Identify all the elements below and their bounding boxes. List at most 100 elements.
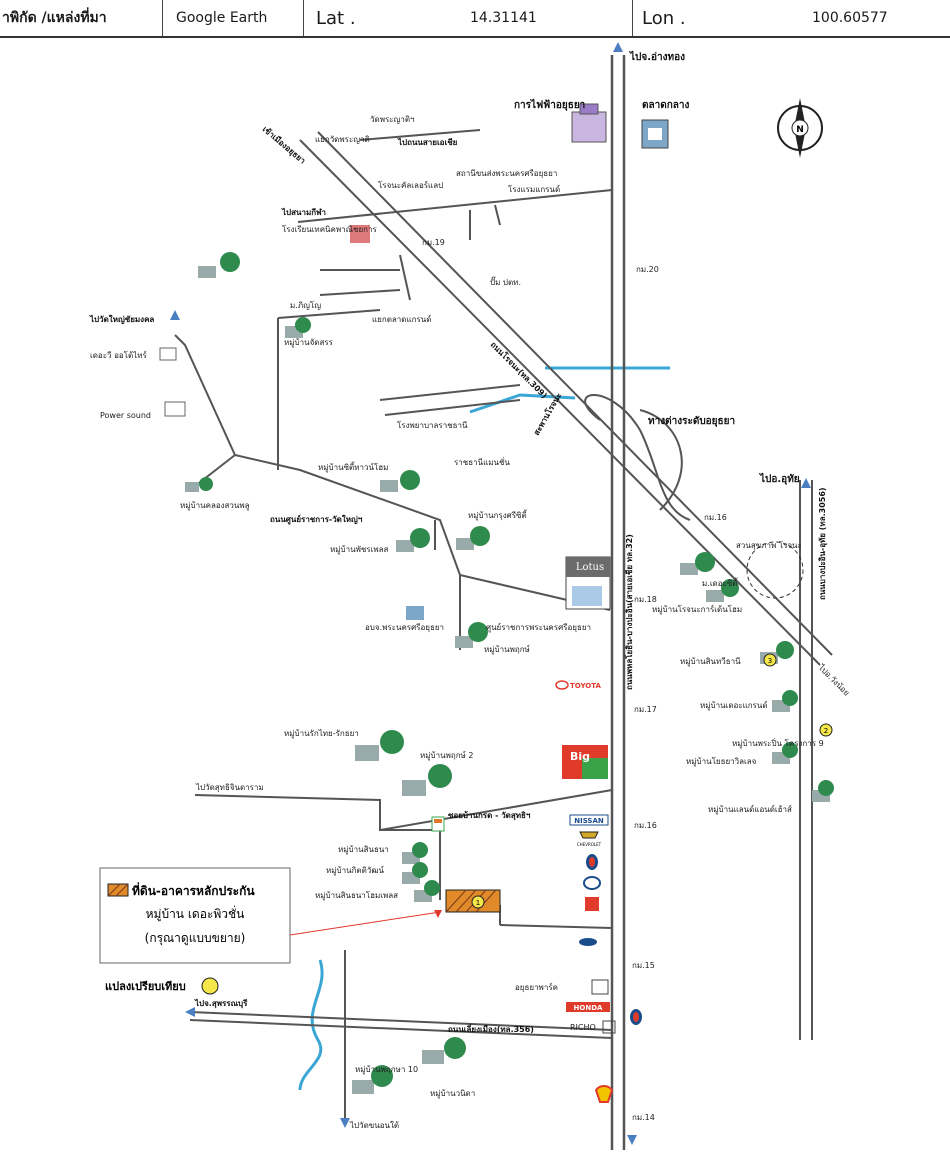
svg-text:ไปวัดขนอนใต้: ไปวัดขนอนใต้ — [349, 1121, 399, 1130]
svg-text:CHEVROLET: CHEVROLET — [577, 842, 602, 847]
svg-text:โรงเรียนเทคนิคพาณิชยการ: โรงเรียนเทคนิคพาณิชยการ — [282, 224, 378, 234]
svg-text:ถนนโรจนะ(ทล.309): ถนนโรจนะ(ทล.309) — [489, 339, 550, 400]
tree-icon — [396, 528, 430, 552]
svg-text:แยกวัดพระญาติ: แยกวัดพระญาติ — [315, 135, 370, 144]
svg-text:หมู่บ้านพฤกษ์: หมู่บ้านพฤกษ์ — [484, 644, 530, 655]
building-outline — [159, 347, 177, 361]
svg-text:แปลงเปรียบเทียบ: แปลงเปรียบเทียบ — [105, 980, 186, 993]
building-outline — [164, 401, 186, 417]
tree-icon — [402, 862, 428, 884]
arrow-up-icon — [613, 42, 623, 52]
toyota-logo: TOYOTA — [555, 680, 601, 690]
shell-logo — [594, 1085, 614, 1103]
lat-value: 14.31141 — [470, 10, 537, 26]
svg-text:กม.16: กม.16 — [704, 513, 727, 522]
svg-text:เดอะวี ออโต้ไทร์: เดอะวี ออโต้ไทร์ — [90, 350, 147, 360]
legend-box: ที่ดิน-อาคารหลักประกัน หมู่บ้าน เดอะพิวช… — [99, 867, 442, 964]
svg-text:หมู่บ้านสินธนาโฮมเพลส: หมู่บ้านสินธนาโฮมเพลส — [315, 890, 398, 901]
nissan-logo: NISSAN — [569, 814, 609, 826]
svg-text:NISSAN: NISSAN — [574, 817, 604, 825]
svg-text:หมู่บ้านคลองสวนพลู: หมู่บ้านคลองสวนพลู — [180, 501, 250, 511]
big-c-logo: Big — [562, 745, 608, 779]
tree-icon — [706, 579, 739, 602]
svg-text:ถนนพหลโยธิน-บางปะอิน(สายเอเชีย: ถนนพหลโยธิน-บางปะอิน(สายเอเชีย ทล.32) — [624, 534, 634, 690]
chevrolet-logo: CHEVROLET — [577, 831, 602, 847]
svg-text:1: 1 — [476, 899, 480, 907]
svg-text:หมู่บ้านรักไทย-รักธยา: หมู่บ้านรักไทย-รักธยา — [284, 729, 359, 739]
tree-icon — [406, 606, 424, 620]
marker-2: 2 — [819, 723, 833, 737]
svg-text:โรงพยาบาลราชธานี: โรงพยาบาลราชธานี — [397, 420, 468, 430]
compare-legend: แปลงเปรียบเทียบ — [105, 977, 219, 995]
svg-text:ซอยบ้านกรด - วัดสุทธิฯ: ซอยบ้านกรด - วัดสุทธิฯ — [448, 810, 531, 821]
arrow-down-icon — [627, 1135, 637, 1145]
header-divider — [162, 0, 163, 36]
svg-text:ถนนเลี่ยงเมือง(ทล.356): ถนนเลี่ยงเมือง(ทล.356) — [448, 1023, 534, 1034]
mazda-logo — [583, 876, 601, 890]
tree-icon — [812, 780, 834, 802]
svg-text:หมู่บ้านพระปิ่น โครงการ 9: หมู่บ้านพระปิ่น โครงการ 9 — [732, 737, 824, 749]
river — [298, 366, 670, 1091]
svg-text:สถานีขนส่งพระนครศรีอยุธยา: สถานีขนส่งพระนครศรีอยุธยา — [456, 169, 557, 178]
svg-text:กม.14: กม.14 — [632, 1113, 655, 1122]
svg-text:หมู่บ้านพัชรเพลส: หมู่บ้านพัชรเพลส — [330, 545, 388, 555]
tree-icon — [352, 1065, 393, 1094]
honda-logo: HONDA — [566, 1002, 610, 1012]
svg-text:ถนนบางปะอิน-อุทัย (ทล.3056): ถนนบางปะอิน-อุทัย (ทล.3056) — [818, 487, 828, 600]
svg-text:ไปถนนสายเอเชีย: ไปถนนสายเอเชีย — [397, 137, 458, 147]
tree-icon — [198, 252, 240, 278]
ptt-logo — [630, 1009, 642, 1025]
tree-icon — [380, 470, 420, 492]
svg-text:หมู่บ้านซิตี้ทาวน์โฮม: หมู่บ้านซิตี้ทาวน์โฮม — [318, 461, 388, 473]
svg-text:อยุธยาพาร์ค: อยุธยาพาร์ค — [515, 982, 558, 992]
svg-text:ม.ภิญโญ: ม.ภิญโญ — [290, 300, 321, 310]
tree-icon — [455, 622, 488, 648]
compass-icon: N — [777, 98, 823, 158]
arrow-up-icon — [170, 310, 180, 320]
svg-text:ไปอ.วังน้อย: ไปอ.วังน้อย — [816, 662, 851, 697]
svg-text:HONDA: HONDA — [574, 1004, 603, 1012]
legend-note: (กรุณาดูแบบขยาย) — [145, 931, 246, 946]
svg-text:หมู่บ้านแลนด์แอนด์เฮ้าส์: หมู่บ้านแลนด์แอนด์เฮ้าส์ — [708, 804, 792, 815]
svg-text:กม.16: กม.16 — [634, 821, 657, 830]
svg-text:ตลาดกลาง: ตลาดกลาง — [642, 100, 690, 111]
header-divider — [632, 0, 633, 36]
svg-text:หมู่บ้านพฤกษ์ 2: หมู่บ้านพฤกษ์ 2 — [420, 750, 473, 761]
tree-icon — [285, 317, 311, 338]
svg-text:ทางต่างระดับอยุธยา: ทางต่างระดับอยุธยา — [648, 415, 735, 427]
svg-text:ม.เดอะซิตี้: ม.เดอะซิตี้ — [702, 577, 739, 588]
svg-text:RICHO: RICHO — [570, 1023, 596, 1032]
tree-icon — [402, 842, 428, 864]
svg-text:หมู่บ้านโยธยาวิลเลจ: หมู่บ้านโยธยาวิลเลจ — [686, 756, 757, 767]
svg-text:กม.17: กม.17 — [634, 705, 657, 714]
svg-text:Big: Big — [570, 750, 590, 763]
svg-text:หมู่บ้านสินธนา: หมู่บ้านสินธนา — [338, 845, 389, 855]
svg-text:ไปวัดใหญ่ชัยมงคล: ไปวัดใหญ่ชัยมงคล — [89, 314, 154, 325]
tree-icon — [414, 880, 440, 902]
svg-text:3: 3 — [768, 657, 772, 665]
lon-value: 100.60577 — [812, 10, 888, 26]
tree-icon — [680, 552, 715, 575]
svg-text:ศูนย์ราชการพระนครศรีอยุธยา: ศูนย์ราชการพระนครศรีอยุธยา — [486, 622, 591, 633]
tree-icon — [772, 690, 798, 712]
ptt-logo — [586, 854, 598, 870]
svg-text:หมู่บ้านสินทวีธานี: หมู่บ้านสินทวีธานี — [680, 657, 741, 667]
tree-icon — [350, 225, 370, 243]
svg-text:หมู่บ้านกิตติวัฒน์: หมู่บ้านกิตติวัฒน์ — [326, 865, 385, 876]
svg-text:Power sound: Power sound — [100, 411, 151, 420]
lon-label: Lon . — [642, 7, 686, 29]
svg-text:หมู่บ้านกรุงศรีซิตี้: หมู่บ้านกรุงศรีซิตี้ — [468, 509, 528, 521]
svg-text:กม.15: กม.15 — [632, 961, 655, 970]
svg-text:การไฟฟ้าอยุธยา: การไฟฟ้าอยุธยา — [514, 98, 585, 111]
legend-title: ที่ดิน-อาคารหลักประกัน — [132, 882, 255, 898]
svg-text:ไปอ.อุทัย: ไปอ.อุทัย — [759, 472, 800, 485]
arrow-up-icon — [801, 478, 811, 488]
svg-text:เข้าเมืองอยุธยา: เข้าเมืองอยุธยา — [260, 124, 308, 166]
header-divider — [303, 0, 304, 36]
arrow-down-icon — [340, 1118, 350, 1128]
park-boundary — [746, 541, 804, 599]
legend-project: หมู่บ้าน เดอะพิวชั่น — [146, 905, 245, 922]
svg-text:กม.19: กม.19 — [422, 238, 445, 247]
village-tree-icons — [185, 225, 834, 1094]
building-icon-market — [641, 119, 669, 149]
